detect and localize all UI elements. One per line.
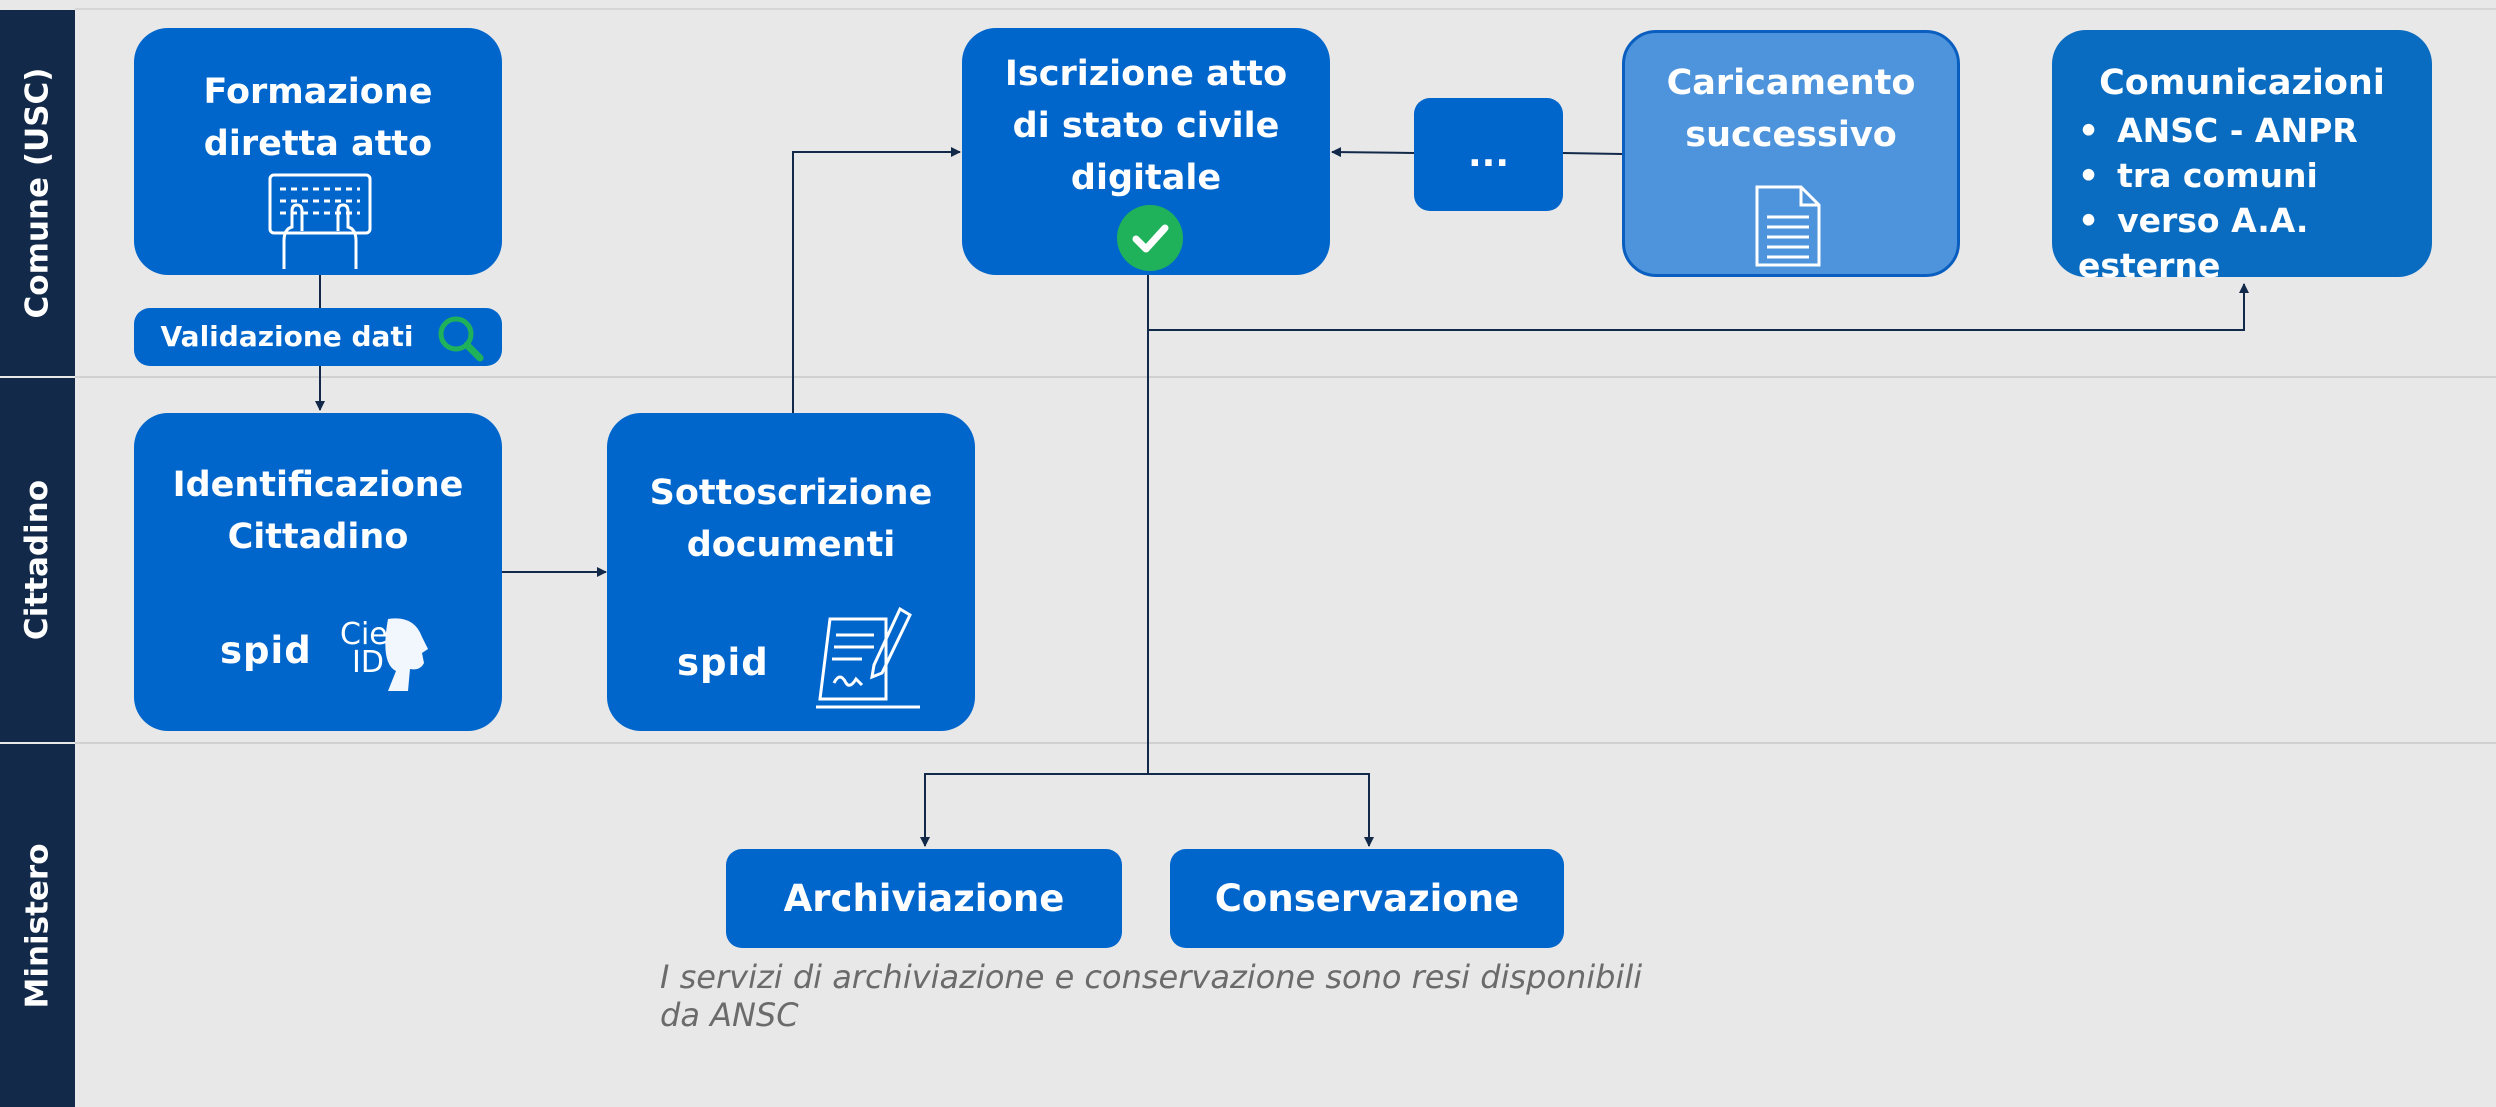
cie-text: Cie [340, 617, 388, 652]
comunicazioni-title: Comunicazioni [2099, 63, 2385, 103]
iscrizione-atto-box[interactable]: Iscrizione atto di stato civile digitale [962, 28, 1330, 275]
connector-iscrizione-comunicazioni [1147, 272, 2249, 331]
validazione-label: Validazione dati [160, 320, 414, 353]
typing-keyboard-icon [268, 173, 372, 269]
connector-to-conservazione [1148, 773, 1374, 847]
list-item: verso A.A. esterne [2078, 198, 2432, 288]
ellipsis-box[interactable]: ... [1414, 98, 1563, 211]
connector-sottoscrizione-iscrizione [792, 147, 961, 413]
archiviazione-box[interactable]: Archiviazione [726, 849, 1122, 948]
formazione-diretta-atto-box[interactable]: Formazione diretta atto [134, 28, 502, 275]
comunicazioni-list: ANSC - ANPR tra comuni verso A.A. estern… [2078, 108, 2432, 288]
sottoscrizione-documenti-box[interactable]: Sottoscrizione documenti spid [607, 413, 975, 731]
conservazione-box[interactable]: Conservazione [1170, 849, 1564, 948]
lane-comune: Comune (USC) [0, 10, 75, 376]
profile-head-icon [385, 618, 428, 691]
box-line: diretta atto [203, 124, 433, 164]
spid-logo: spid [220, 629, 312, 672]
spid-logo: spid [677, 641, 769, 684]
box-line: Sottoscrizione [649, 473, 933, 513]
lane-separator [75, 376, 2496, 378]
top-rule [75, 8, 2496, 10]
list-item: tra comuni [2078, 153, 2432, 198]
conservazione-label: Conservazione [1214, 877, 1520, 920]
list-item: ANSC - ANPR [2078, 108, 2432, 153]
cie-text: ID [352, 645, 384, 680]
box-line: Formazione [203, 72, 433, 112]
check-circle-icon [1117, 205, 1183, 271]
box-line: documenti [686, 525, 896, 565]
footnote: I servizi di archiviazione e conservazio… [660, 958, 1643, 1034]
box-line: Iscrizione atto [1004, 54, 1288, 94]
document-icon [1755, 185, 1821, 267]
caricamento-successivo-box[interactable]: Caricamento successivo [1622, 30, 1960, 277]
connector-caricamento-ellipsis [1562, 152, 1623, 155]
lane-separator [75, 742, 2496, 744]
box-line: Caricamento [1666, 63, 1916, 103]
lane-cittadino: Cittadino [0, 378, 75, 742]
lane-ministero: Ministero [0, 744, 75, 1107]
validazione-dati-box[interactable]: Validazione dati [134, 308, 502, 366]
archiviazione-label: Archiviazione [783, 877, 1065, 920]
comunicazioni-box[interactable]: Comunicazioni ANSC - ANPR tra comuni ver… [2052, 30, 2432, 285]
box-line: di stato civile [1012, 106, 1280, 146]
connector-to-archiviazione [920, 773, 1148, 847]
box-line: digitale [1070, 158, 1222, 198]
identificazione-cittadino-box[interactable]: Identificazione Cittadino spid Cie ID [134, 413, 502, 731]
ellipsis-label: ... [1467, 134, 1510, 175]
box-line: successivo [1685, 115, 1897, 155]
signature-document-icon [816, 606, 920, 709]
box-line: Identificazione [172, 465, 464, 505]
connector-ellipsis-iscrizione [1331, 147, 1415, 158]
box-line: Cittadino [227, 517, 409, 557]
magnifier-icon [438, 316, 484, 362]
cie-id-logo: Cie ID [340, 617, 430, 691]
